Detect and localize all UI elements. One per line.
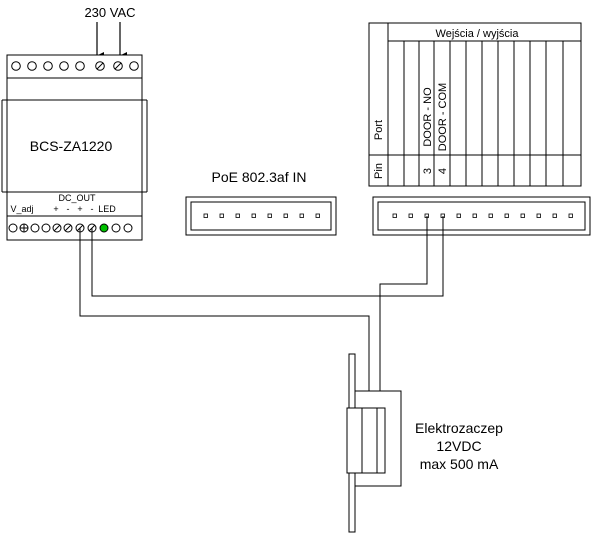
wire-psu-plus [79,228,370,391]
wire-psu-minus [91,216,444,297]
io-pin-4: 4 [437,168,449,174]
poe-label: PoE 802.3af IN [212,169,307,185]
io-table [368,22,582,187]
pin-mark-minus-1: - [67,204,70,214]
screw-terminal-icon [63,223,73,233]
screw-terminal-icon [52,223,62,233]
strike-voltage-label: 12VDC [436,438,481,454]
io-connector [372,196,591,236]
supply-label: 230 VAC [84,5,135,20]
pin-mark-plus-2: + [77,204,82,214]
io-row-port-label: Port [373,120,385,140]
io-port-door-com: DOOR - COM [437,83,449,151]
io-row-pin-label: Pin [373,163,385,179]
power-supply-module [1,54,148,241]
io-port-door-no: DOOR - NO [422,87,434,147]
led-indicator-icon [99,223,109,233]
wire-door-no [379,216,428,391]
io-table-header: Wejścia / wyjścia [436,28,520,40]
poe-connector [185,196,337,236]
io-pin-3: 3 [422,168,434,174]
adjust-potentiometer-icon [19,223,29,233]
strike-name-label: Elektrozaczep [415,420,503,436]
led-label: LED [98,204,116,214]
strike-current-label: max 500 mA [420,456,499,472]
pin-mark-plus-1: + [53,204,58,214]
psu-bottom-terminals [8,223,133,233]
screw-terminal-icon [95,61,105,71]
pin-mark-minus-2: - [91,204,94,214]
psu-model-label: BCS-ZA1220 [30,138,113,154]
wires [79,216,444,391]
dc-out-label: DC_OUT [58,193,96,203]
screw-terminal-icon [113,61,123,71]
psu-top-terminals [11,61,139,71]
vadj-label: V_adj [10,204,33,214]
electric-strike-icon [346,353,402,533]
